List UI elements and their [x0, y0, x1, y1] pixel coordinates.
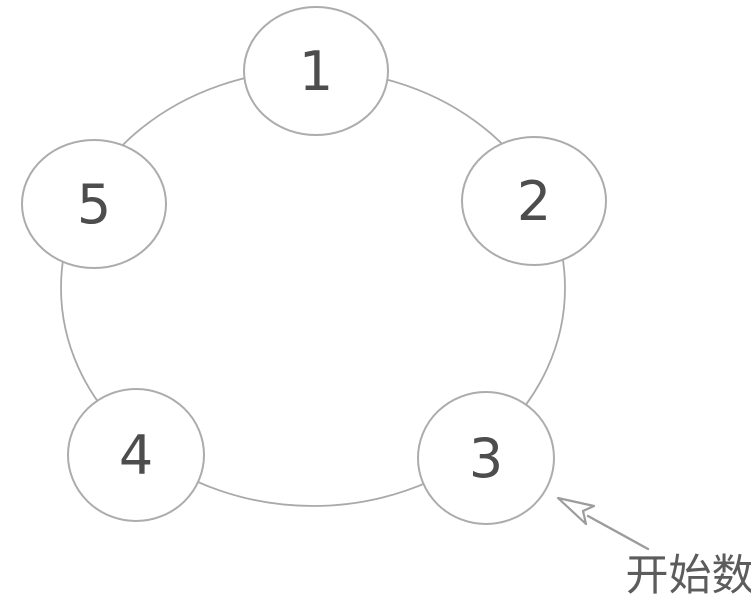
- node-2-circle: [461, 136, 607, 266]
- node-5: 5: [21, 139, 167, 269]
- node-1-circle: [243, 6, 389, 136]
- node-4: 4: [67, 388, 205, 522]
- node-4-label: 4: [119, 424, 153, 487]
- node-4-circle: [67, 388, 205, 522]
- node-5-circle: [21, 139, 167, 269]
- node-3: 3: [417, 391, 555, 525]
- node-3-label: 3: [469, 427, 503, 490]
- node-3-circle: [417, 391, 555, 525]
- node-2: 2: [461, 136, 607, 266]
- node-2-label: 2: [517, 170, 551, 233]
- arrow-head-icon: [556, 496, 596, 526]
- node-1: 1: [243, 6, 389, 136]
- arrow-shaft-line: [586, 514, 650, 551]
- node-1-label: 1: [299, 40, 333, 103]
- start-annotation-arrow: [556, 496, 650, 551]
- annotation-label: 开始数: [626, 551, 751, 601]
- node-5-label: 5: [77, 173, 111, 236]
